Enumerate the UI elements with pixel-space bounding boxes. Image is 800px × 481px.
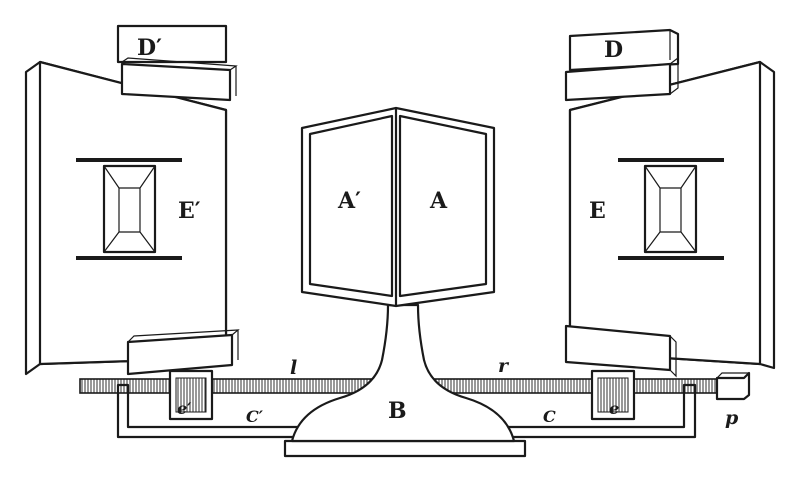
left-screw-rod xyxy=(79,378,381,394)
right-bottom-block xyxy=(564,324,677,378)
label-e-prime: E′ xyxy=(178,198,201,224)
left-top-block xyxy=(116,24,238,102)
label-l: l xyxy=(290,357,297,379)
label-e-small: e xyxy=(609,399,619,418)
left-bottom-block xyxy=(126,329,240,376)
right-nut-block xyxy=(590,369,636,421)
central-stand xyxy=(283,303,527,458)
label-e-prime-small: e′ xyxy=(177,399,192,418)
label-p: p xyxy=(725,407,739,429)
label-c-prime: C′ xyxy=(246,407,264,426)
label-b: B xyxy=(388,398,407,424)
label-e: E xyxy=(589,198,606,224)
label-r: r xyxy=(498,355,510,377)
right-top-block xyxy=(564,28,680,102)
label-c: C xyxy=(543,407,556,426)
label-a: A xyxy=(429,188,448,214)
mirror-box xyxy=(300,106,496,308)
left-nut-block xyxy=(168,369,214,421)
right-panel xyxy=(568,60,776,370)
label-d-prime: D′ xyxy=(137,35,162,61)
left-panel xyxy=(24,60,228,376)
label-a-prime: A′ xyxy=(337,188,361,214)
label-d: D xyxy=(604,37,623,63)
screw-head-p xyxy=(715,371,751,401)
right-screw-rod xyxy=(424,378,721,394)
